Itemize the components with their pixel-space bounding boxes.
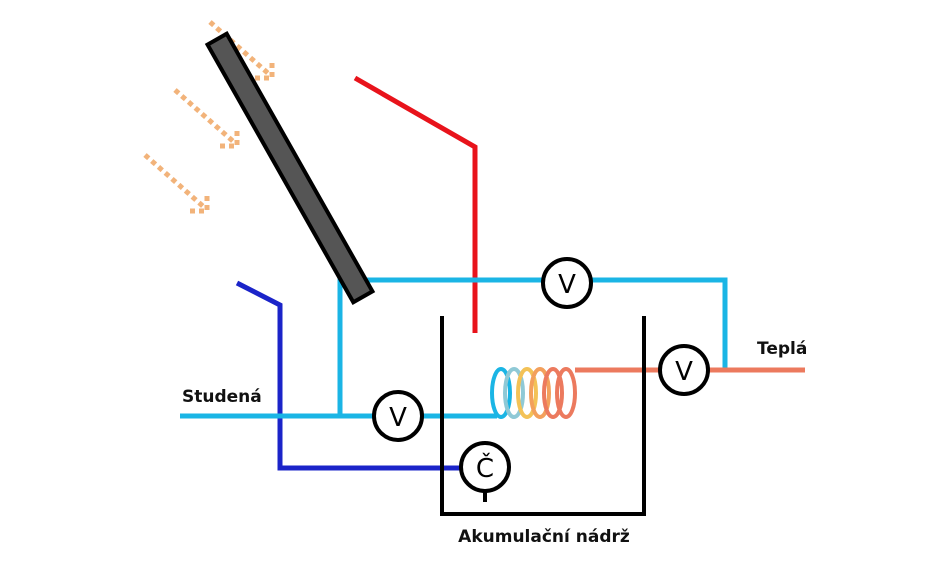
- sun-arrow-3-icon: [143, 153, 210, 214]
- sensor-pump-label: Č: [476, 452, 494, 484]
- cold-water-label: Studená: [182, 387, 262, 407]
- sun-arrow-1-icon: [208, 20, 275, 81]
- valve-cold-inlet-label: V: [389, 403, 407, 433]
- valve-cold-inlet[interactable]: V: [372, 390, 424, 442]
- sun-arrow-2-icon: [173, 88, 240, 149]
- sensor-pump[interactable]: Č: [459, 441, 511, 502]
- hot-supply-pipe: [353, 75, 478, 333]
- valve-warm-outlet-label: V: [675, 357, 693, 387]
- warm-water-label: Teplá: [757, 339, 807, 359]
- valve-warm-outlet[interactable]: V: [658, 344, 710, 396]
- sun-rays: [143, 20, 275, 214]
- return-pipe: [235, 280, 460, 471]
- heat-exchanger-coil: [490, 367, 577, 419]
- solar-collector-panel: [204, 31, 376, 305]
- valve-bypass[interactable]: V: [541, 257, 593, 309]
- valve-bypass-label: V: [558, 270, 576, 300]
- storage-tank: [440, 316, 646, 516]
- tank-label: Akumulační nádrž: [458, 527, 630, 547]
